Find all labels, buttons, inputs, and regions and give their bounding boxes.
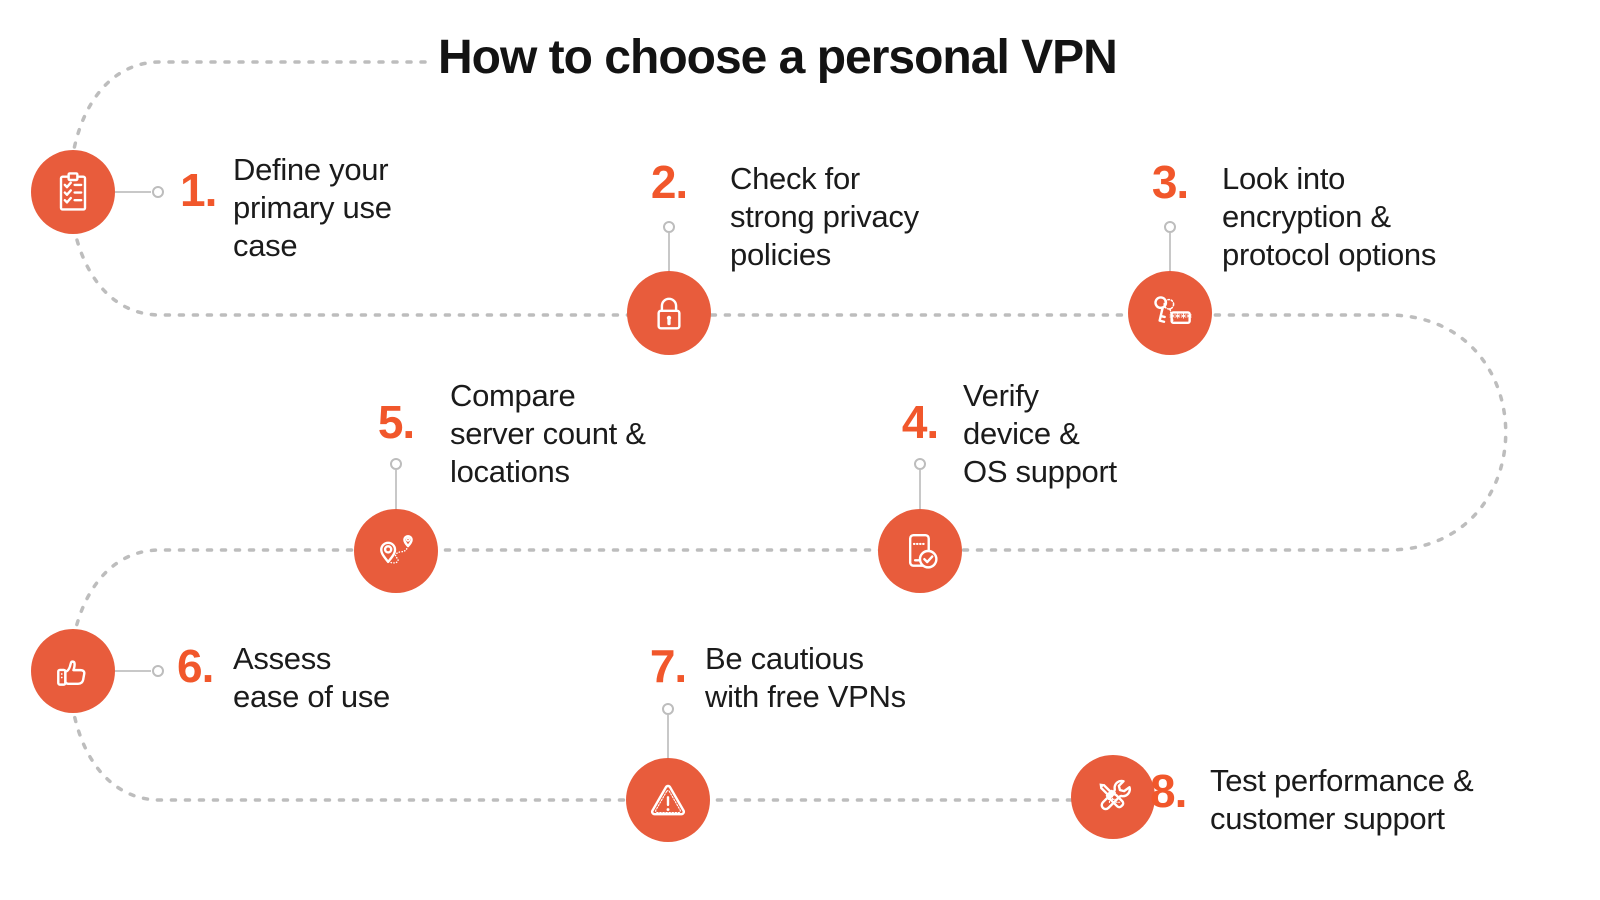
phone-check-icon	[878, 509, 962, 593]
svg-text:****: ****	[1169, 312, 1192, 325]
step-number: 1.	[180, 164, 217, 216]
step-label: Assess ease of use	[233, 641, 390, 714]
warning-triangle-icon	[626, 758, 710, 842]
step-label: Define your primary use case	[233, 152, 392, 263]
connector-ring	[914, 458, 926, 470]
connector-ring	[152, 665, 164, 677]
step-number: 4.	[901, 396, 939, 448]
checklist-icon	[31, 150, 115, 234]
step-label: Compare server count & locations	[450, 378, 646, 489]
keys-password-icon: ****	[1128, 271, 1212, 355]
step-label: Test performance & customer support	[1210, 763, 1474, 836]
step-label: Verify device & OS support	[963, 378, 1117, 489]
step-number: 7.	[649, 640, 687, 692]
step-number: 5.	[377, 396, 415, 448]
step-number: 8.	[1150, 765, 1187, 817]
step-number: 2.	[650, 156, 688, 208]
connector-ring	[1164, 221, 1176, 233]
step-label: Look into encryption & protocol options	[1222, 161, 1437, 272]
step-number: 6.	[177, 640, 214, 692]
thumbs-up-icon	[31, 629, 115, 713]
connector-ring	[152, 186, 164, 198]
step-number: 3.	[1151, 156, 1189, 208]
tools-icon	[1071, 755, 1155, 839]
connector-ring	[663, 221, 675, 233]
map-pins-icon	[354, 509, 438, 593]
step-label: Be cautious with free VPNs	[705, 641, 906, 714]
connector-ring	[662, 703, 674, 715]
connector-ring	[390, 458, 402, 470]
padlock-icon	[627, 271, 711, 355]
step-label: Check for strong privacy policies	[730, 161, 919, 272]
page-title: How to choose a personal VPN	[438, 31, 1118, 84]
